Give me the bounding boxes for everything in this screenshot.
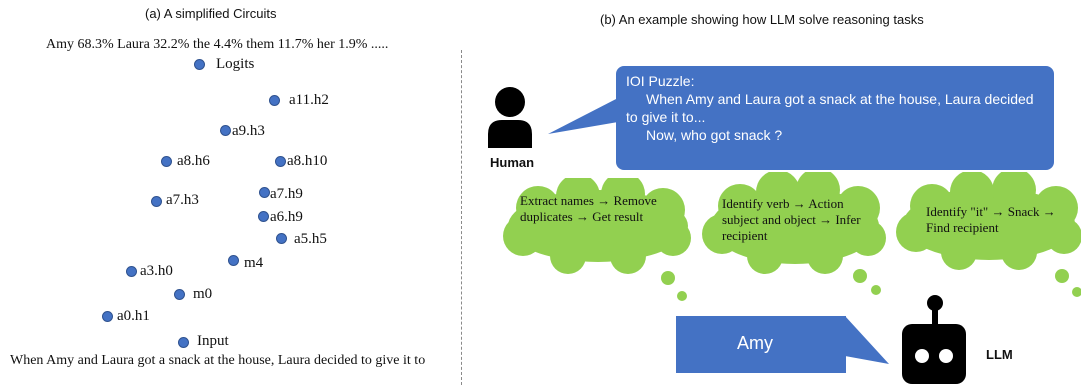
node-label: a5.h5 — [294, 231, 327, 247]
node-label: a8.h6 — [177, 153, 210, 169]
human-label: Human — [490, 155, 535, 170]
cloud-1-text: Extract names → Remove duplicates → Get … — [520, 193, 657, 224]
node-dot — [275, 156, 286, 167]
thought-cloud-1 — [503, 178, 691, 301]
puzzle-line: to give it to... — [626, 109, 706, 125]
node-label: a3.h0 — [140, 263, 173, 279]
cloud-2-text: Identify verb → Action subject and objec… — [722, 196, 861, 243]
node-dot — [276, 233, 287, 244]
logits-probabilities: Amy 68.3% Laura 32.2% the 4.4% them 11.7… — [46, 37, 389, 52]
input-sentence: When Amy and Laura got a snack at the ho… — [10, 353, 426, 368]
node-label: m4 — [244, 255, 264, 271]
node-dot — [259, 187, 270, 198]
left-panel-title: (a) A simplified Circuits — [145, 6, 277, 21]
node-dot — [102, 311, 113, 322]
node-label: a7.h9 — [270, 186, 303, 202]
node-label: a0.h1 — [117, 308, 150, 324]
puzzle-line: When Amy and Laura got a snack at the ho… — [646, 91, 1034, 107]
node-dot — [151, 196, 162, 207]
right-panel-title: (b) An example showing how LLM solve rea… — [600, 12, 924, 27]
puzzle-question: Now, who got snack ? — [646, 127, 783, 143]
panel-divider — [461, 50, 462, 385]
thought-cloud-3 — [896, 172, 1081, 297]
puzzle-bubble: IOI Puzzle: When Amy and Laura got a sna… — [616, 66, 1054, 170]
answer-bubble-tail — [845, 316, 889, 364]
node-label: Input — [197, 333, 229, 349]
puzzle-bubble-tail — [548, 98, 618, 134]
human-icon — [488, 87, 532, 148]
node-dot — [220, 125, 231, 136]
node-dot — [228, 255, 239, 266]
puzzle-title: IOI Puzzle: — [626, 73, 695, 89]
answer-bubble: Amy — [676, 316, 846, 373]
node-dot — [126, 266, 137, 277]
node-dot — [258, 211, 269, 222]
node-label: a7.h3 — [166, 192, 199, 208]
node-label: m0 — [193, 286, 213, 302]
node-dot — [161, 156, 172, 167]
robot-icon — [902, 295, 966, 384]
node-label: Logits — [216, 56, 255, 72]
answer-text: Amy — [737, 333, 773, 353]
node-label: a11.h2 — [289, 92, 329, 108]
thought-cloud-2 — [702, 172, 886, 295]
node-dot — [269, 95, 280, 106]
node-label: a8.h10 — [287, 153, 328, 169]
node-label: a6.h9 — [270, 209, 303, 225]
cloud-3-text: Identify "it" → Snack → Find recipient — [926, 204, 1056, 235]
llm-label: LLM — [986, 347, 1013, 362]
node-dot — [174, 289, 185, 300]
node-dot — [194, 59, 205, 70]
node-label: a9.h3 — [232, 123, 265, 139]
node-dot — [178, 337, 189, 348]
